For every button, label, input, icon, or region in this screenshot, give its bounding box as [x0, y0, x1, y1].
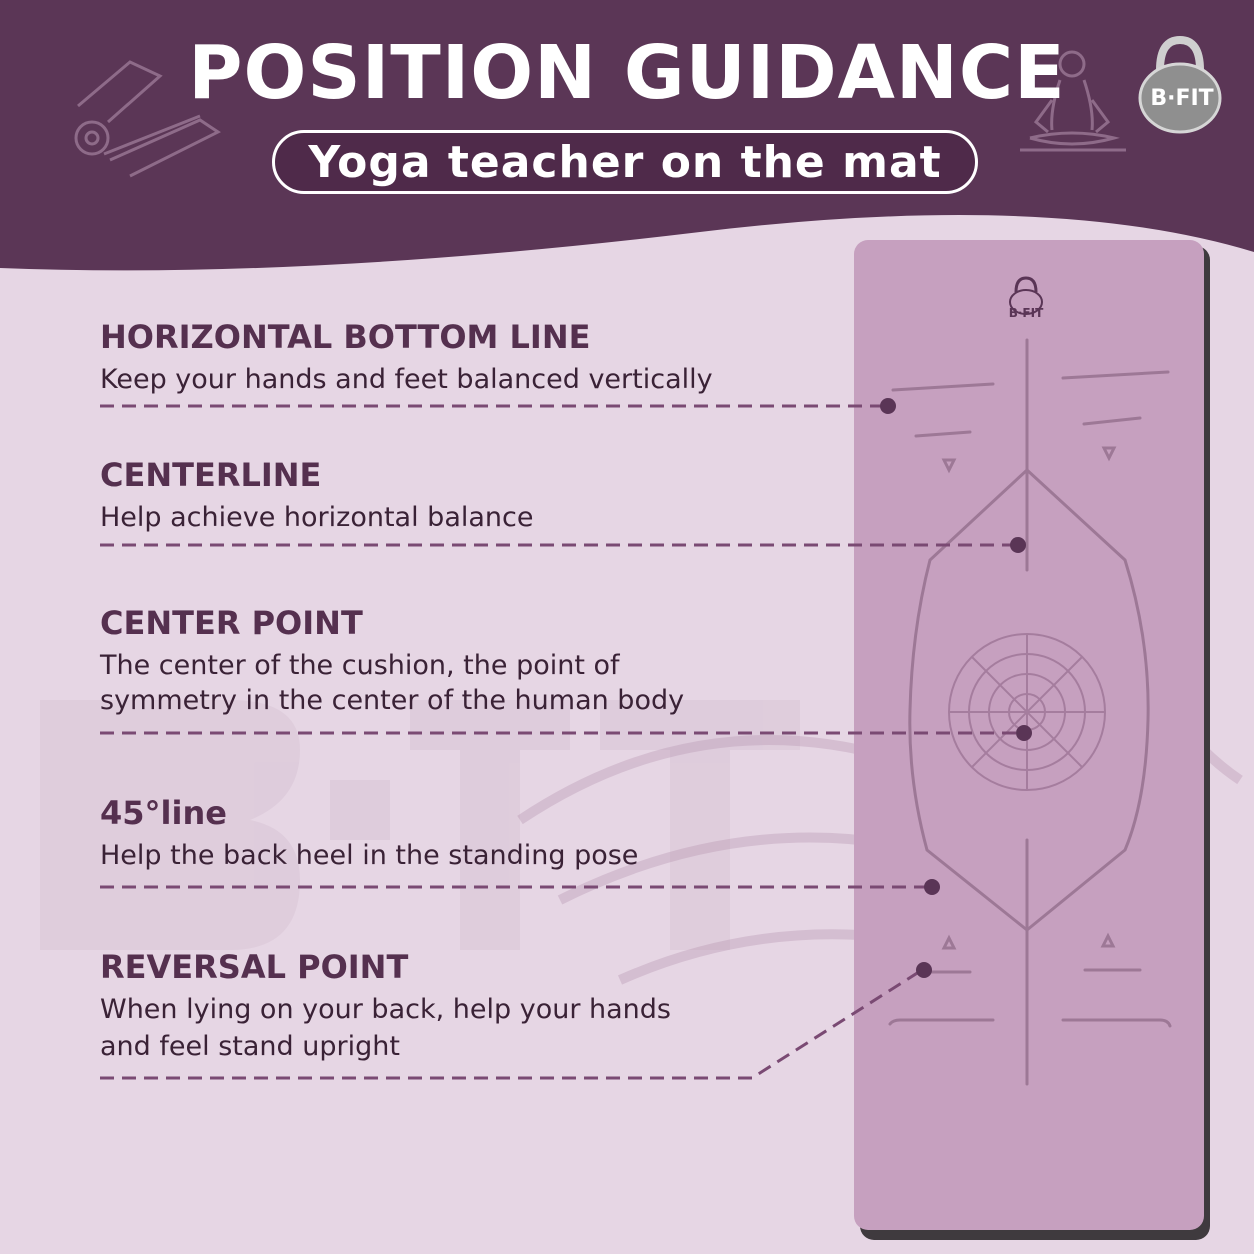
feature-desc-reversal-point-line1: When lying on your back, help your hands — [100, 994, 671, 1025]
brand-logo: B·FIT — [1150, 86, 1214, 111]
feature-title-horizontal-bottom-line: HORIZONTAL BOTTOM LINE — [100, 318, 591, 356]
mat-logo: B·FIT — [1008, 306, 1044, 320]
feature-title-45-line: 45°line — [100, 794, 227, 832]
feature-desc-center-point-line1: The center of the cushion, the point of — [100, 650, 620, 681]
feature-desc-center-point-line2: symmetry in the center of the human body — [100, 685, 685, 716]
page-title: POSITION GUIDANCE — [188, 30, 1066, 116]
kettlebell-logo-icon — [1138, 35, 1222, 134]
leader-lines — [100, 404, 1022, 1080]
meditation-icon — [1020, 50, 1126, 152]
feature-title-centerline: CENTERLINE — [100, 456, 322, 494]
feature-title-center-point: CENTER POINT — [100, 604, 363, 642]
leader-dots — [880, 398, 1032, 978]
feature-desc-45-line: Help the back heel in the standing pose — [100, 840, 639, 871]
subtitle-pill: Yoga teacher on the mat — [272, 130, 978, 194]
mat-guide-lines — [888, 338, 1172, 1086]
feature-desc-centerline: Help achieve horizontal balance — [100, 502, 534, 533]
rolled-mat-icon — [74, 60, 221, 178]
feature-desc-horizontal-bottom-line: Keep your hands and feet balanced vertic… — [100, 364, 713, 395]
page-subtitle: Yoga teacher on the mat — [308, 136, 942, 188]
mandala-icon — [948, 633, 1106, 791]
feature-desc-reversal-point-line2: and feel stand upright — [100, 1031, 400, 1062]
feature-title-reversal-point: REVERSAL POINT — [100, 948, 409, 986]
